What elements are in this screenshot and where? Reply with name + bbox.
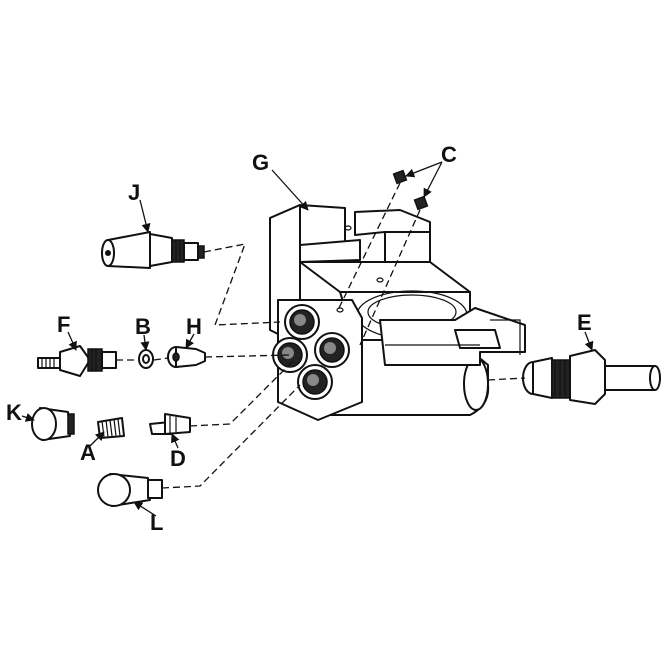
fitting-part-f [37,345,117,377]
port-bottom [297,364,333,400]
label-b: B [135,314,151,339]
pin-part-d [149,413,191,435]
label-c: C [441,142,457,167]
set-screw-part-c-2 [413,195,429,211]
port-right [314,332,350,368]
fitting-part-j [101,231,205,269]
plug-part-k [31,407,75,441]
set-screw-part-c-1 [392,169,408,185]
o-ring-part-b [138,349,154,369]
valve-body-part-g [269,204,526,421]
sleeve-part-h [167,346,206,368]
plug-part-l [97,473,163,507]
leader-lines [21,161,594,517]
label-h: H [186,314,202,339]
label-l: L [150,510,163,535]
label-k: K [6,400,22,425]
assembly-lines [116,182,526,489]
label-d: D [170,446,186,471]
label-a: A [80,440,96,465]
port-top [284,304,320,340]
label-j: J [128,180,140,205]
label-f: F [57,312,70,337]
label-e: E [577,310,592,335]
fitting-part-e [522,349,661,405]
label-g: G [252,150,269,175]
port-left [272,337,308,373]
